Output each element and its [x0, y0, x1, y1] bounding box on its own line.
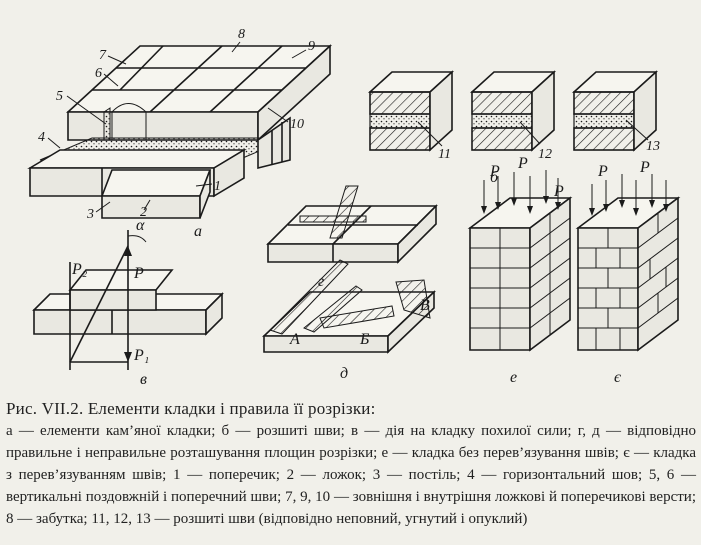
- panel-b-pointed-joints: 11 12 б 13: [367, 70, 660, 186]
- label-p2: P₂: [71, 261, 88, 278]
- label-p-ye1: P: [597, 163, 608, 180]
- label-n11: 11: [438, 147, 451, 162]
- label-b: б: [490, 169, 499, 186]
- label-n1: 1: [214, 179, 221, 194]
- joint-block-12: 12 б: [469, 70, 557, 186]
- caption-body: а — елементи кам’яної кладки; б — розшит…: [6, 423, 696, 527]
- label-p1: P₁: [133, 347, 149, 364]
- label-n8: 8: [238, 27, 245, 42]
- label-n3: 3: [86, 207, 94, 222]
- panel-a-masonry-elements: 7 6 5 4 3 2 1 8 9 10 а: [27, 27, 333, 240]
- label-n2: 2: [140, 205, 147, 220]
- joint-block-13: 13: [571, 70, 660, 154]
- label-n7: 7: [99, 48, 107, 63]
- label-A: А: [289, 331, 300, 348]
- panel-g-correct-cutting: г: [266, 185, 438, 290]
- label-e: е: [510, 369, 517, 386]
- caption-title: Рис. VII.2. Елементи кладки і правила її…: [6, 399, 376, 418]
- label-alpha: α: [136, 217, 145, 234]
- label-ye: є: [614, 369, 621, 386]
- label-n6: 6: [95, 66, 102, 81]
- label-n10: 10: [290, 117, 304, 132]
- label-v: в: [140, 371, 147, 388]
- joint-block-11: 11: [367, 70, 455, 162]
- column-e: [469, 196, 571, 352]
- label-a: а: [194, 223, 202, 240]
- label-n5: 5: [56, 89, 63, 104]
- label-p-e3: P: [553, 183, 564, 200]
- label-d: д: [340, 365, 348, 382]
- panel-v-inclined-force: α P₂ P P₁ в: [32, 217, 224, 388]
- label-p-ye2: P: [639, 159, 650, 176]
- label-p-e2: P: [517, 155, 528, 172]
- figure-caption: Рис. VII.2. Елементи кладки і правила її…: [6, 398, 696, 530]
- label-n13: 13: [646, 139, 660, 154]
- label-B: Б: [359, 331, 370, 348]
- masonry-figure: 7 6 5 4 3 2 1 8 9 10 а 11 12: [27, 27, 681, 388]
- label-V: В: [420, 297, 430, 314]
- panel-d-incorrect-cutting: А Б В д: [262, 259, 436, 382]
- panel-ye-bonded: P P є: [575, 159, 681, 386]
- column-ye: [577, 196, 679, 352]
- panel-e-unbonded: P P P е: [467, 155, 573, 386]
- label-p-e1: P: [489, 163, 500, 180]
- label-n4: 4: [38, 130, 45, 145]
- label-n9: 9: [308, 39, 315, 54]
- label-n12: 12: [538, 147, 552, 162]
- label-p: P: [133, 265, 144, 282]
